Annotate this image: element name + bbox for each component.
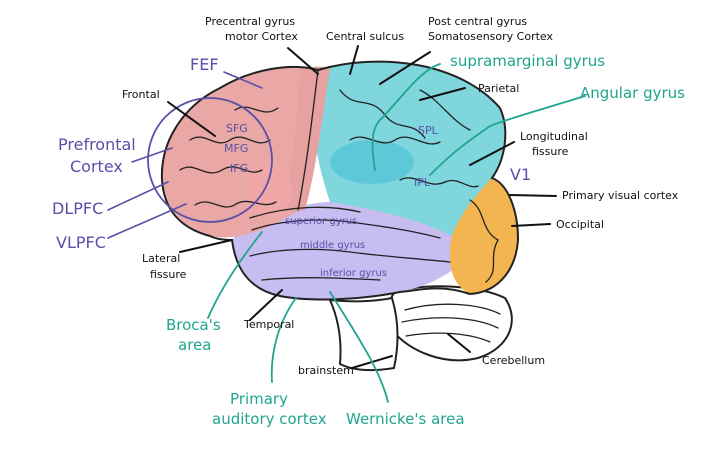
- inferior-gyrus-label: inferior gyrus: [320, 268, 387, 279]
- prefrontal-label: Prefrontal: [58, 135, 136, 154]
- wernickes-area-label: Wernicke's area: [346, 410, 465, 428]
- brainstem-region: [328, 296, 399, 372]
- ipl-label: IPL: [414, 176, 431, 189]
- v1-label: V1: [510, 165, 531, 184]
- superior-gyrus-label: superior gyrus: [285, 216, 357, 227]
- frontal-label: Frontal: [122, 88, 160, 101]
- spl-label: SPL: [418, 124, 439, 137]
- mfg-label: MFG: [224, 142, 248, 155]
- lateral-label: Lateral: [142, 252, 180, 265]
- brocas-area-label: area: [178, 336, 211, 354]
- middle-gyrus-label: middle gyrus: [300, 240, 365, 251]
- lateral-fissure-label: fissure: [150, 268, 187, 281]
- precentral-gyrus-label: Precentral gyrus: [205, 15, 295, 28]
- central-sulcus-label: Central sulcus: [326, 30, 404, 43]
- angular-gyrus-label: Angular gyrus: [580, 84, 685, 102]
- longitudinal-label: Longitudinal: [520, 130, 588, 143]
- brocas-label: Broca's: [166, 316, 221, 334]
- motor-cortex-strip: [282, 66, 330, 212]
- temporal-label: Temporal: [243, 318, 294, 331]
- prefrontal-circle: [147, 97, 273, 223]
- dlpfc-label: DLPFC: [52, 199, 103, 218]
- auditory-cortex-label: auditory cortex: [212, 410, 327, 428]
- sfg-label: SFG: [226, 122, 248, 135]
- temporal-lobe-region: [232, 199, 480, 300]
- somatosensory-cortex-label: Somatosensory Cortex: [428, 30, 553, 43]
- primary-visual-cortex-label: Primary visual cortex: [562, 189, 679, 202]
- parietal-label: Parietal: [478, 82, 519, 95]
- longitudinal-fissure-label: fissure: [532, 145, 569, 158]
- occipital-label: Occipital: [556, 218, 604, 231]
- cerebellum-label: Cerebellum: [482, 354, 545, 367]
- ifg-label: IFG: [230, 162, 248, 175]
- brainstem-label: brainstem: [298, 364, 354, 377]
- post-central-gyrus-label: Post central gyrus: [428, 15, 527, 28]
- prefrontal-cortex-label: Cortex: [70, 157, 123, 176]
- primary-auditory-label: Primary: [230, 390, 288, 408]
- fef-label: FEF: [190, 55, 219, 74]
- supramarginal-gyrus-label: supramarginal gyrus: [450, 52, 605, 70]
- cerebellum-region: [387, 285, 513, 362]
- motor-cortex-label: motor Cortex: [225, 30, 298, 43]
- vlpfc-label: VLPFC: [56, 233, 106, 252]
- parietal-lobe-region: [312, 61, 506, 237]
